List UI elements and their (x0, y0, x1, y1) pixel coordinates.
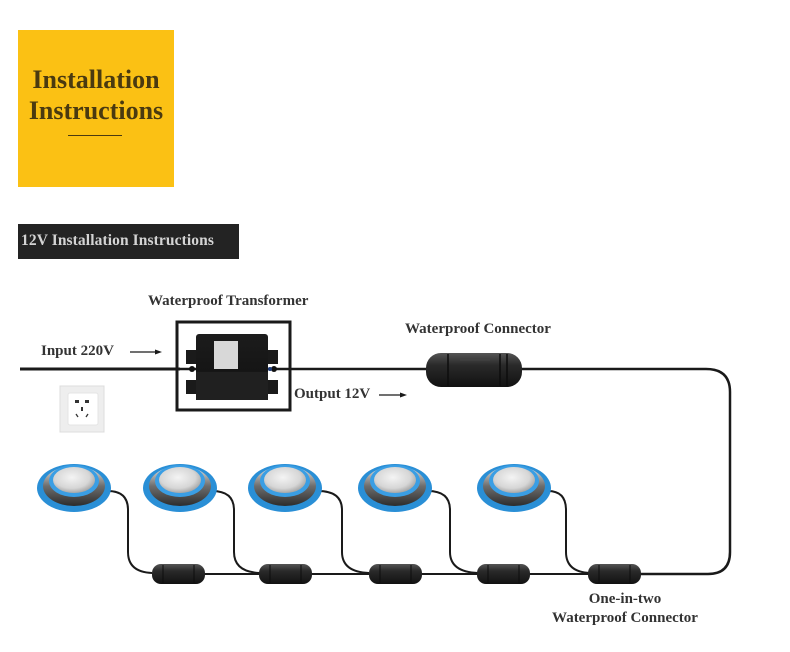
output-arrow-icon (379, 392, 407, 398)
pool-light (248, 464, 322, 512)
branch-connector (477, 564, 530, 584)
input-arrow-icon (130, 349, 162, 355)
header-title-line2: Instructions (28, 96, 164, 125)
transformer-label-plate (214, 341, 238, 369)
wall-socket-icon (59, 385, 105, 433)
connector-label: Waterproof Connector (405, 321, 551, 337)
splitter-label-line1: One-in-two (588, 591, 662, 607)
branch-cables (107, 490, 591, 574)
branch-connector (369, 564, 422, 584)
pool-light (143, 464, 217, 512)
one-in-two-connector (588, 564, 641, 584)
pool-light (477, 464, 551, 512)
input-voltage-label: Input 220V (41, 343, 114, 359)
header-title-block: Installation Instructions (18, 30, 174, 187)
section-title: 12V Installation Instructions (21, 232, 214, 249)
transformer-outline-box (175, 320, 292, 412)
header-underline (68, 135, 122, 136)
pool-light (358, 464, 432, 512)
output-voltage-label: Output 12V (294, 386, 371, 402)
branch-connector (259, 564, 312, 584)
header-title-line1: Installation (32, 65, 160, 94)
transformer-label: Waterproof Transformer (148, 293, 309, 309)
pool-light (37, 464, 111, 512)
splitter-label-line2: Waterproof Connector (552, 610, 698, 626)
waterproof-connector (426, 353, 522, 387)
waterproof-transformer (186, 334, 278, 400)
branch-connector (152, 564, 205, 584)
section-title-bar: 12V Installation Instructions (18, 224, 239, 259)
header-title: Installation Instructions (18, 64, 174, 126)
